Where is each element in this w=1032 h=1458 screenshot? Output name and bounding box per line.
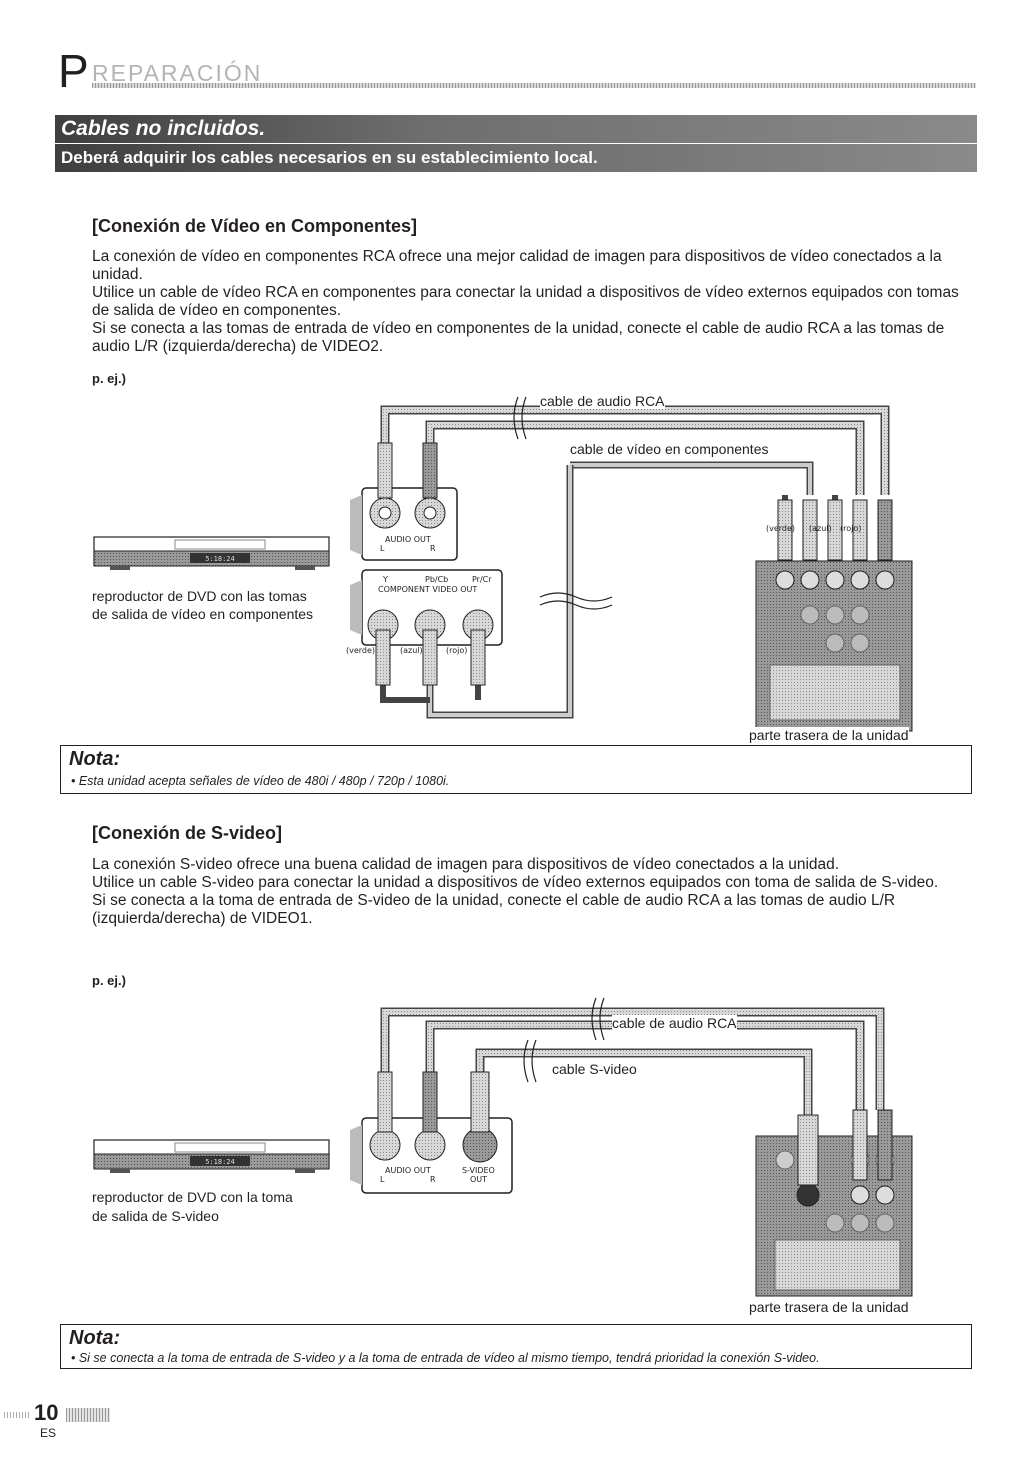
- pbcb-label: Pb/Cb: [425, 575, 448, 584]
- page-number-bar-left: [4, 1412, 30, 1418]
- section2-paragraph: Utilice un cable S-video para conectar l…: [92, 874, 939, 891]
- green-label-tv: (verde): [766, 524, 795, 533]
- section2-paragraph: La conexión S-video ofrece una buena cal…: [92, 856, 840, 873]
- section-title-svideo: [Conexión de S-video]: [92, 823, 283, 843]
- note-box-2: Nota: • Si se conecta a la toma de entra…: [60, 1324, 972, 1369]
- svideo-connection-diagram: AUDIO OUT L R S-VIDEO OUT 5:18:24: [93, 997, 913, 1297]
- dvd-caption-2-line2: de salida de S-video: [92, 1208, 219, 1224]
- note-text: • Esta unidad acepta señales de vídeo de…: [71, 774, 450, 788]
- dvd-caption-line2: de salida de vídeo en componentes: [92, 606, 314, 622]
- section2-paragraph: Si se conecta a la toma de entrada de S-…: [92, 892, 896, 927]
- audio-cable-label: cable de audio RCA: [540, 393, 665, 409]
- dvd-caption-2-line1: reproductor de DVD con la toma: [92, 1189, 293, 1205]
- header-rule: [92, 83, 976, 88]
- dvd-caption-line1: reproductor de DVD con las tomas: [92, 588, 307, 604]
- red-label: (rojo): [446, 646, 467, 655]
- section1-paragraph: La conexión de vídeo en componentes RCA …: [92, 248, 942, 283]
- component-connection-diagram: AUDIO OUT L R Y Pb/Cb Pr/Cr COMPONENT VI…: [93, 396, 913, 732]
- example-label-2: p. ej.): [92, 973, 126, 988]
- red-label-tv: (rojo): [840, 524, 861, 533]
- component-video-out-label: COMPONENT VIDEO OUT: [378, 585, 477, 594]
- prcr-label: Pr/Cr: [472, 575, 492, 584]
- section1-paragraph: Si se conecta a las tomas de entrada de …: [92, 320, 945, 355]
- left-channel-label-2: L: [380, 1175, 385, 1184]
- note-text-2: • Si se conecta a la toma de entrada de …: [71, 1351, 820, 1365]
- unit-rear-label-2: parte trasera de la unidad: [749, 1299, 909, 1315]
- blue-label-tv: (azul): [809, 524, 832, 533]
- right-channel-label-2: R: [430, 1175, 436, 1184]
- section1-text: La conexión de vídeo en componentes RCA …: [92, 248, 977, 356]
- green-label: (verde): [346, 646, 375, 655]
- purchase-cables-banner: Deberá adquirir los cables necesarios en…: [55, 144, 977, 172]
- page-number: 10: [34, 1400, 59, 1425]
- note-title-2: Nota:: [69, 1327, 121, 1349]
- svideo-out-label-2: OUT: [470, 1175, 487, 1184]
- cables-not-included-banner: Cables no incluidos.: [55, 115, 977, 143]
- page-header-initial: P: [58, 45, 89, 97]
- unit-rear-label: parte trasera de la unidad: [749, 727, 909, 743]
- dvd-display-2: 5:18:24: [205, 1158, 235, 1166]
- section1-paragraph: Utilice un cable de vídeo RCA en compone…: [92, 284, 959, 319]
- page-header-title: REPARACIÓN: [92, 60, 263, 86]
- section-title-component: [Conexión de Vídeo en Componentes]: [92, 216, 418, 236]
- section2-text: La conexión S-video ofrece una buena cal…: [92, 856, 977, 928]
- dvd-display: 5:18:24: [205, 555, 235, 563]
- audio-out-label: AUDIO OUT: [385, 535, 431, 544]
- audio-out-label-2: AUDIO OUT: [385, 1166, 431, 1175]
- component-cable-label: cable de vídeo en componentes: [570, 441, 769, 457]
- example-label: p. ej.): [92, 371, 126, 386]
- svideo-cable-label: cable S-video: [552, 1061, 637, 1077]
- page-language: ES: [40, 1426, 57, 1440]
- svideo-out-label-1: S-VIDEO: [462, 1166, 495, 1175]
- left-channel-label: L: [380, 544, 385, 553]
- blue-label: (azul): [400, 646, 423, 655]
- right-channel-label: R: [430, 544, 436, 553]
- note-box-1: Nota: • Esta unidad acepta señales de ví…: [60, 745, 972, 794]
- y-label: Y: [382, 575, 388, 584]
- unit-rear-jacks-2: [774, 1150, 901, 1291]
- page-number-bar-right: [66, 1408, 110, 1422]
- unit-rear-jacks: [769, 570, 901, 721]
- audio-cable-label-2: cable de audio RCA: [612, 1015, 737, 1031]
- note-title: Nota:: [69, 748, 121, 770]
